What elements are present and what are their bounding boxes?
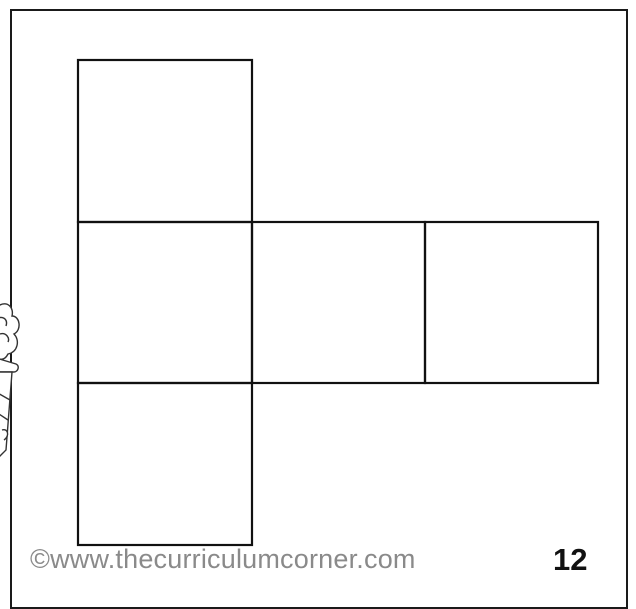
- credit-text: ©www.thecurriculumcorner.com: [30, 544, 416, 575]
- net-face-right: [425, 222, 598, 383]
- ice-cream-cone-icon: [0, 300, 22, 460]
- net-face-top: [78, 60, 252, 222]
- net-face-left: [78, 222, 252, 383]
- cube-net-diagram: [0, 0, 636, 594]
- card-number: 12: [553, 542, 587, 578]
- net-face-center: [252, 222, 425, 383]
- net-face-bottom: [78, 383, 252, 545]
